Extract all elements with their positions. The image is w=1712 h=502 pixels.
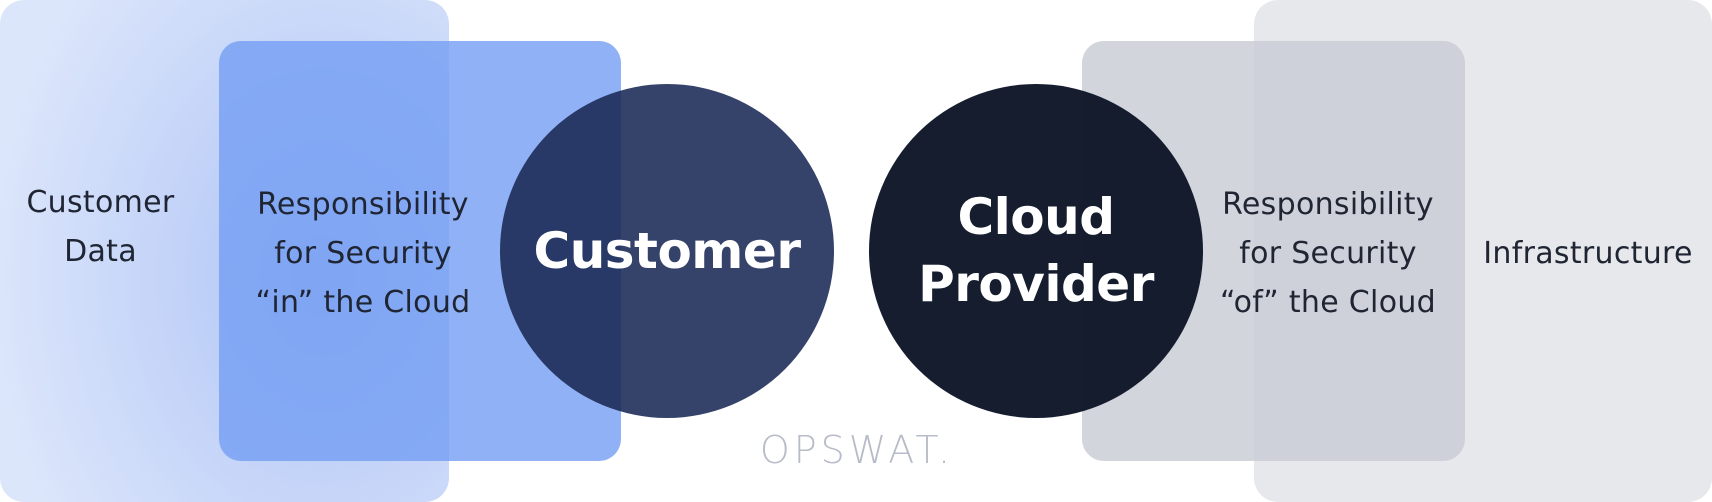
cloud-provider-circle: Cloud Provider [869,84,1203,418]
responsibility-of-line-2: for Security [1239,236,1417,271]
responsibility-of-line-3: “of” the Cloud [1219,285,1437,320]
opswat-logo: OPSWAT. [759,428,955,472]
infrastructure-label: Infrastructure [1470,228,1706,278]
responsibility-in-line-3: “in” the Cloud [255,285,471,320]
infrastructure-label-text: Infrastructure [1483,235,1693,271]
cloud-provider-label-line-1: Cloud [957,188,1115,246]
responsibility-in-cloud-label: Responsibility for Security “in” the Clo… [232,180,494,327]
customer-data-label-line-2: Data [64,234,137,269]
cloud-provider-label-line-2: Provider [918,255,1154,313]
responsibility-of-line-1: Responsibility [1222,187,1434,222]
customer-circle: Customer [500,84,834,418]
customer-circle-label: Customer [533,222,801,280]
customer-data-label-line-1: Customer [26,185,175,220]
customer-data-label: Customer Data [8,177,193,277]
responsibility-of-cloud-label: Responsibility for Security “of” the Clo… [1196,180,1460,327]
responsibility-in-line-1: Responsibility [257,187,469,222]
responsibility-in-line-2: for Security [274,236,452,271]
